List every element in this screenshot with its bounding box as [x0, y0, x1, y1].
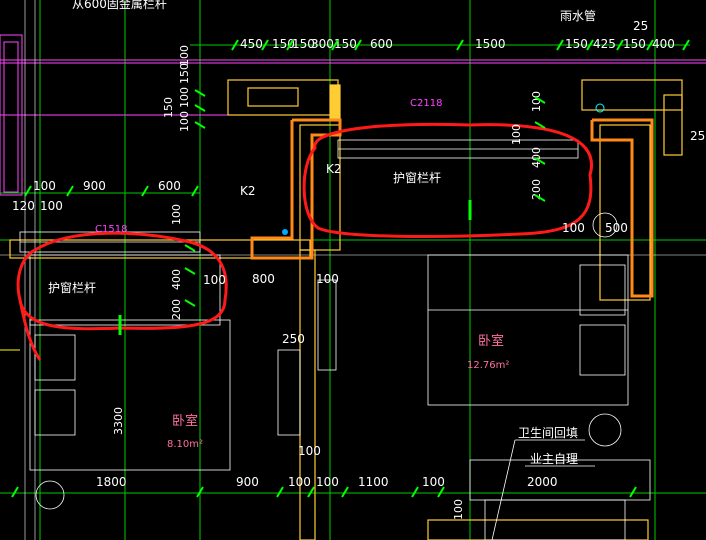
bottom-dimensions: 1800 900 100 100 1100 100 2000 100	[96, 475, 558, 520]
dim-3300: 3300	[112, 407, 125, 435]
guard-label-left: 护窗栏杆	[48, 280, 96, 295]
bath-note-2: 业主自理	[530, 452, 578, 466]
dim-b-5: 100	[422, 475, 445, 489]
red-markups	[16, 122, 593, 361]
top-note: 从600固金属栏杆	[72, 0, 167, 11]
tag-k2-right: K2	[326, 162, 342, 176]
dim-top-10: 400	[652, 37, 675, 51]
dim-ml-2: 600	[158, 179, 181, 193]
dim-100c: 100	[298, 444, 321, 458]
bath-notes: 卫生间回填 业主自理	[491, 426, 595, 540]
dim-mrs-0: 100	[562, 221, 585, 235]
dim-ml-1: 900	[83, 179, 106, 193]
windows	[19, 139, 579, 436]
dim-mrs-1: 500	[605, 221, 628, 235]
dim-ml-v100: 100	[170, 204, 183, 225]
left-window-dims: 400 200 100 800 100 250 3300 100	[112, 269, 339, 458]
mid-left-dims: 100 900 600 120 100 100	[12, 179, 183, 225]
dim-lv-0: 150	[162, 97, 175, 118]
dim-mr-0: 100	[530, 91, 543, 112]
dim-lw-1: 400	[170, 269, 183, 290]
rain-pipe-label: 雨水管	[560, 8, 596, 23]
mid-right-dims: 100 100 400 200 100 500	[510, 91, 628, 235]
dim-b-0: 1800	[96, 475, 127, 489]
dim-b-1: 900	[236, 475, 259, 489]
left-top-frame	[0, 34, 23, 196]
dim-mr-3: 200	[530, 179, 543, 200]
dim-lw-0: 100	[203, 273, 226, 287]
dim-mls-0: 120	[12, 199, 35, 213]
highlight-frames	[250, 118, 654, 298]
room-labels: 卧室 12.76m² 卧室 8.10m²	[167, 333, 509, 450]
dim-top-2: 150	[292, 37, 315, 51]
dim-ml-0: 100	[33, 179, 56, 193]
dim-top-9: 150	[623, 37, 646, 51]
left-vertical-dims: 150 100 100 150 100	[162, 45, 191, 132]
room-name-1: 卧室	[478, 333, 504, 349]
tag-k2-left: K2	[240, 184, 256, 198]
dim-lv-2: 100	[178, 87, 191, 108]
dim-lv-4: 100	[178, 45, 191, 66]
room-area-1: 12.76m²	[467, 360, 509, 371]
dim-lv-3: 150	[178, 63, 191, 84]
dim-top-8: 425	[593, 37, 616, 51]
dim-100b: 100	[316, 272, 339, 286]
dim-top-3: 300	[311, 37, 334, 51]
dim-top-7: 150	[565, 37, 588, 51]
dim-top-0: 450	[240, 37, 263, 51]
tag-c1518: C1518	[95, 224, 127, 235]
guard-labels: 护窗栏杆 护窗栏杆	[48, 170, 472, 335]
dim-top-4: 150	[334, 37, 357, 51]
dim-b-4: 1100	[358, 475, 389, 489]
room-area-2: 8.10m²	[167, 439, 203, 450]
dim-250: 250	[282, 332, 305, 346]
furniture	[29, 212, 651, 540]
dim-mr-1: 100	[510, 124, 523, 145]
dim-mr-2: 400	[530, 147, 543, 168]
tag-c2118: C2118	[410, 98, 442, 109]
dim-mls-1: 100	[40, 199, 63, 213]
window-tags: C2118 C1518 K2 K2	[95, 98, 442, 235]
symbols	[282, 103, 605, 235]
dim-25-top: 25	[633, 19, 648, 33]
dim-ticks	[11, 39, 690, 498]
dim-lv-1: 100	[178, 111, 191, 132]
dim-800: 800	[252, 272, 275, 286]
dim-b-6: 2000	[527, 475, 558, 489]
dim-25-right: 25	[690, 129, 705, 143]
guard-label-right: 护窗栏杆	[393, 170, 441, 185]
bath-note-1: 卫生间回填	[518, 426, 578, 440]
top-dimensions: 从600固金属栏杆 雨水管 25 450 150 150 300 150 600…	[72, 0, 705, 143]
dim-b-2: 100	[288, 475, 311, 489]
room-name-2: 卧室	[172, 413, 198, 429]
dim-lw-2: 200	[170, 299, 183, 320]
dim-b-small: 100	[452, 499, 465, 520]
dim-top-6: 1500	[475, 37, 506, 51]
dim-b-3: 100	[316, 475, 339, 489]
dim-top-5: 600	[370, 37, 393, 51]
